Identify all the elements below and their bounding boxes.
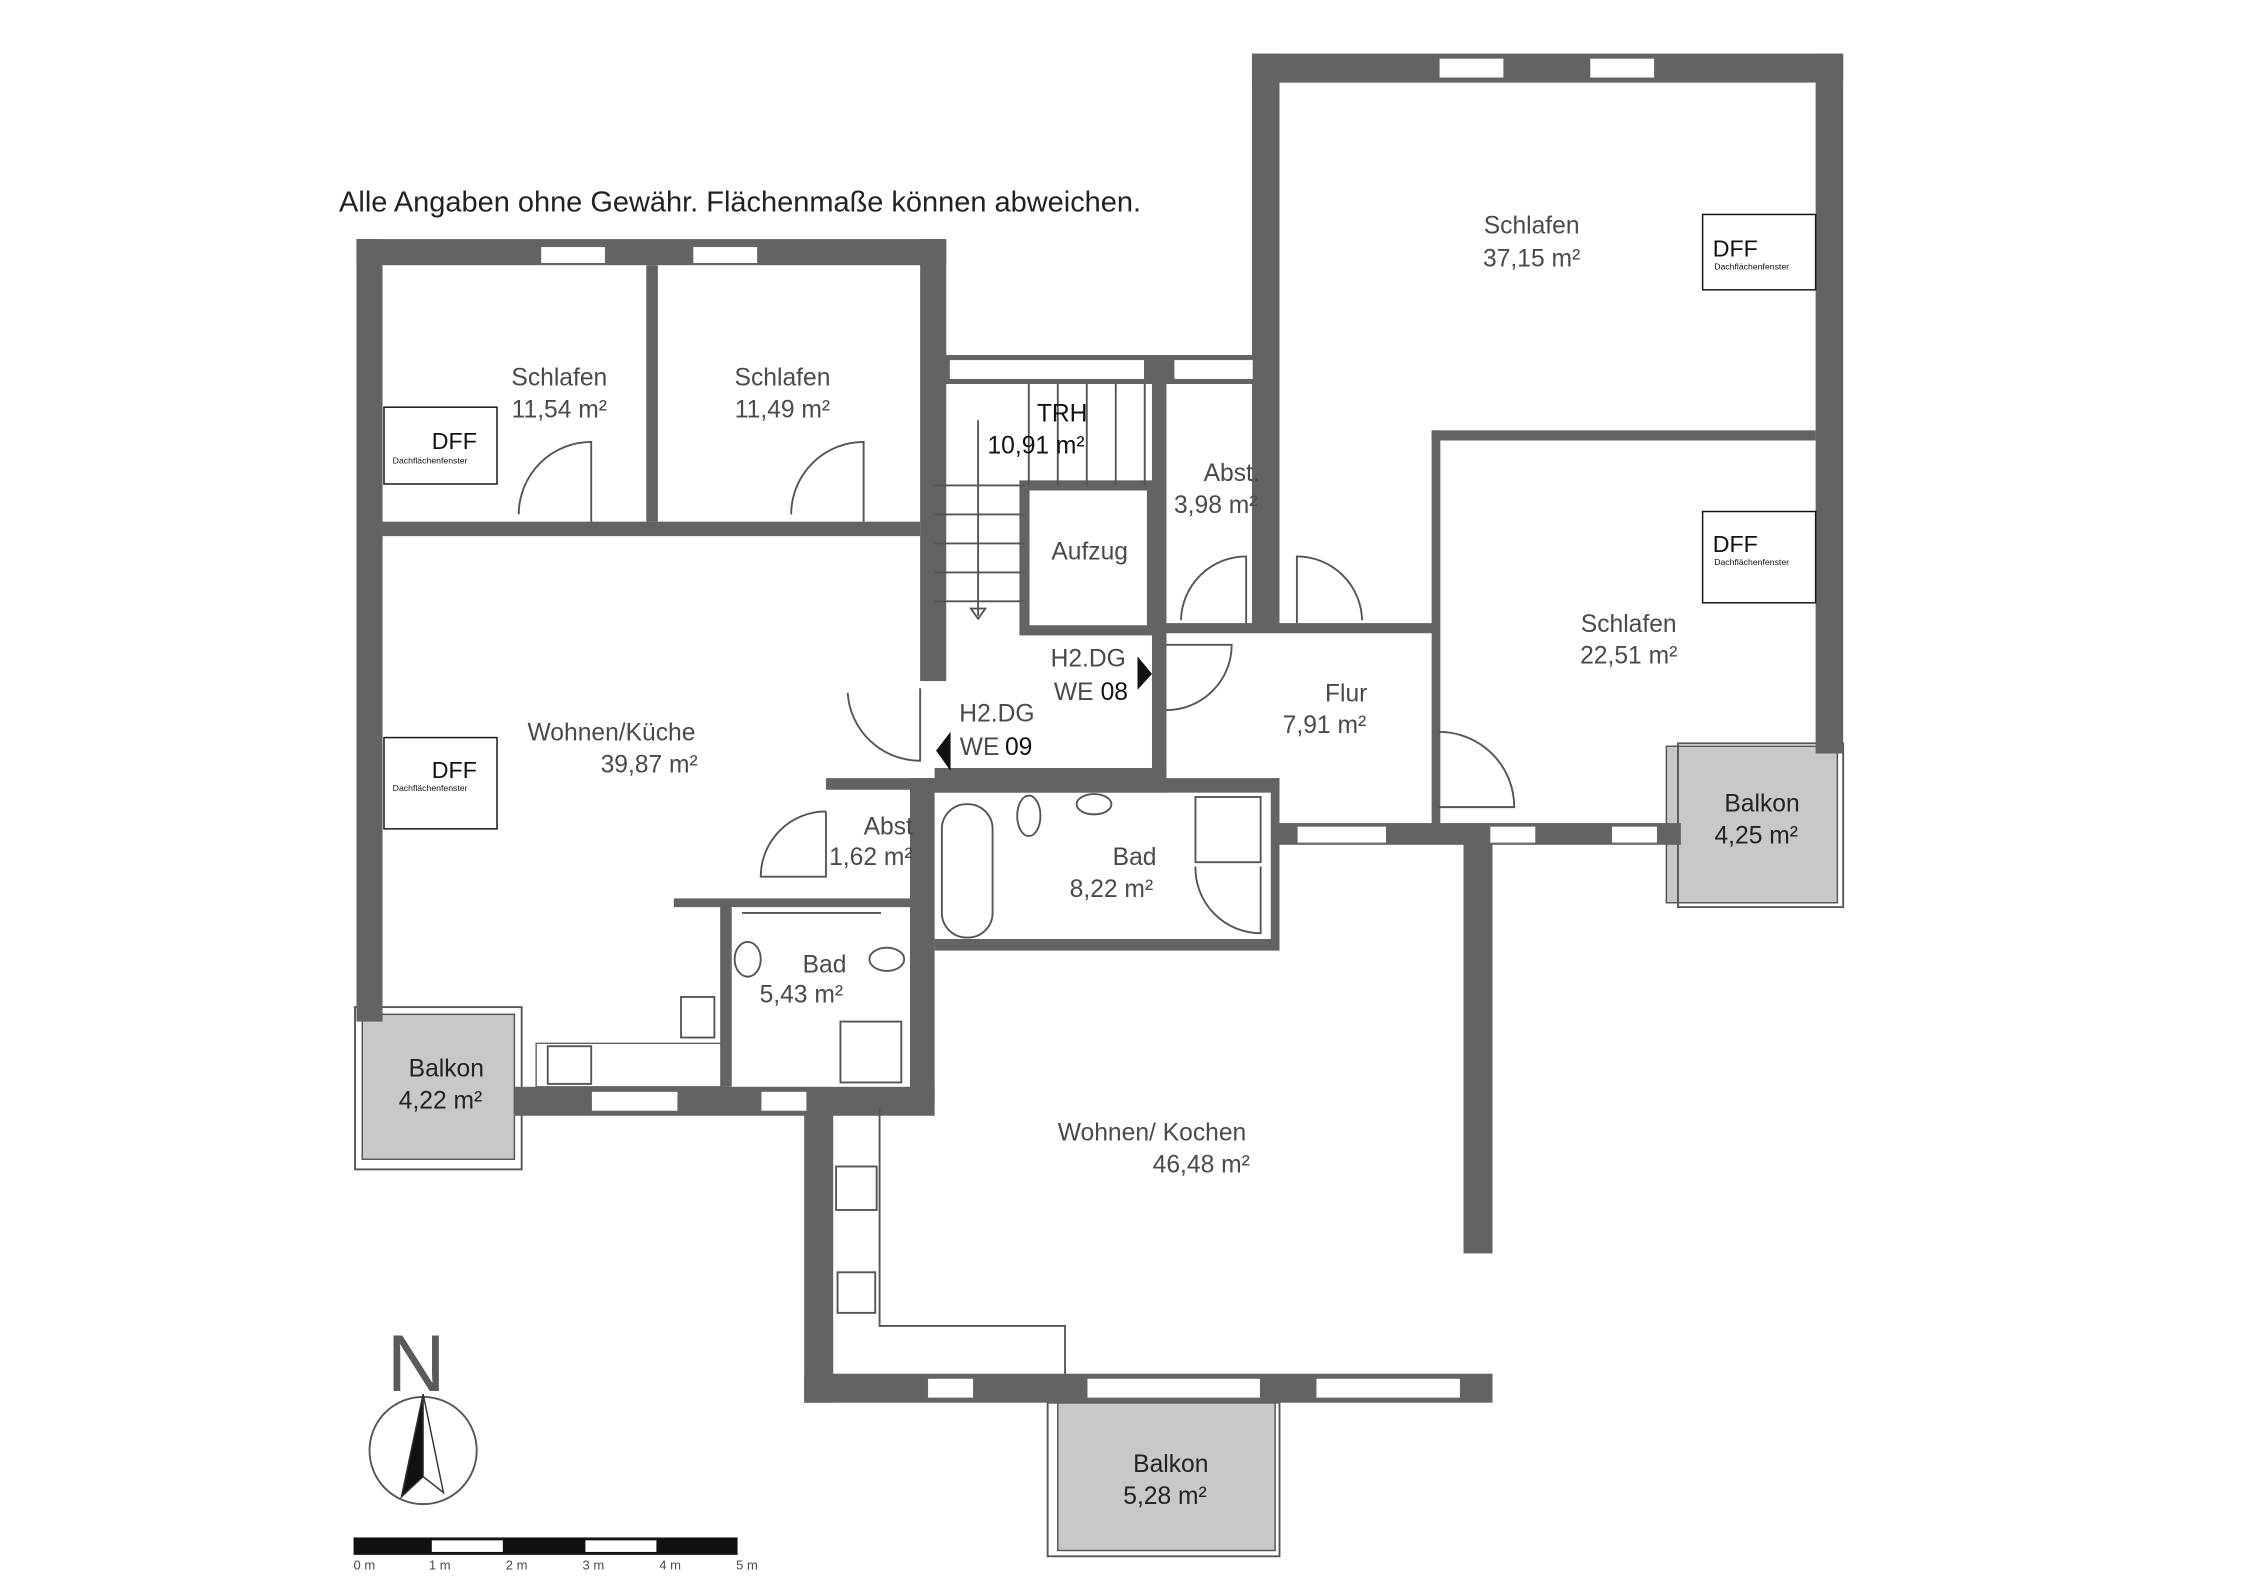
- room-area: 3,98 m²: [1174, 492, 1257, 519]
- room-name: Flur: [1325, 680, 1367, 707]
- skylight-label: Dachflächenfenster: [393, 456, 468, 466]
- skylight-4: DFF Dachflächenfenster: [1701, 510, 1817, 604]
- entrance-we08: H2.DG WE 08: [1051, 646, 1152, 706]
- room-area: 37,15 m²: [1483, 246, 1580, 273]
- entrance-number: 09: [1005, 734, 1032, 761]
- entrance-arrow-icon: [1137, 656, 1152, 690]
- skylight-1: DFF Dachflächenfenster: [383, 406, 498, 485]
- balcony-name: Balkon: [1724, 790, 1799, 817]
- scale-tick: 2 m: [506, 1557, 528, 1572]
- skylight-label: Dachflächenfenster: [1714, 557, 1789, 567]
- room-area: 8,22 m²: [1070, 876, 1153, 903]
- room-area: 11,54 m²: [512, 396, 607, 423]
- balconies: [354, 742, 1845, 1558]
- disclaimer: Alle Angaben ohne Gewähr. Flächenmaße kö…: [339, 187, 1141, 219]
- entrance-number: 08: [1101, 679, 1128, 706]
- room-name: Schlafen: [511, 364, 607, 391]
- scale-tick: 5 m: [736, 1557, 758, 1572]
- room-area: 1,62 m²: [829, 844, 912, 871]
- room-area: 5,43 m²: [760, 982, 843, 1009]
- room-name: TRH: [1037, 401, 1088, 428]
- scale-bar: 0 m 1 m 2 m 3 m 4 m 5 m: [353, 1537, 758, 1572]
- north-arrow: N: [368, 1319, 478, 1506]
- room-name: Bad: [803, 951, 847, 978]
- balcony-name: Balkon: [1133, 1451, 1208, 1478]
- skylight-code: DFF: [432, 428, 477, 454]
- room-name: Abst.: [1204, 460, 1260, 487]
- entrance-floor: H2.DG: [959, 701, 1034, 728]
- room-name: Abst: [864, 814, 913, 841]
- skylight-3: DFF Dachflächenfenster: [1701, 213, 1817, 291]
- skylight-code: DFF: [1713, 235, 1758, 261]
- room-name: Wohnen/ Kochen: [1058, 1119, 1246, 1146]
- room-area: 7,91 m²: [1283, 712, 1366, 739]
- skylight-code: DFF: [432, 757, 477, 783]
- entrance-we: WE: [960, 734, 1000, 761]
- room-area: 22,51 m²: [1580, 643, 1677, 670]
- balcony-area: 4,22 m²: [399, 1088, 482, 1115]
- scale-tick: 0 m: [354, 1557, 376, 1572]
- room-labels: Schlafen 11,54 m² Schlafen 11,49 m² TRH …: [399, 212, 1800, 1510]
- staircase: [934, 384, 1146, 621]
- room-area: 11,49 m²: [735, 396, 830, 423]
- doors: [517, 441, 1516, 935]
- room-area: 46,48 m²: [1153, 1151, 1250, 1178]
- windows: [539, 57, 1659, 1400]
- scale-tick: 1 m: [429, 1557, 451, 1572]
- north-label: N: [387, 1319, 446, 1409]
- balcony-area: 4,25 m²: [1714, 822, 1797, 849]
- room-name: Schlafen: [735, 364, 831, 391]
- skylight-label: Dachflächenfenster: [393, 783, 468, 793]
- fixtures: [546, 793, 1262, 1374]
- skylight-code: DFF: [1713, 531, 1758, 557]
- balcony-area: 5,28 m²: [1123, 1483, 1206, 1510]
- balcony-name: Balkon: [409, 1056, 484, 1083]
- room-area: 39,87 m²: [601, 751, 698, 778]
- room-name: Bad: [1113, 844, 1157, 871]
- room-area: 10,91 m²: [987, 433, 1084, 460]
- entrance-arrow-icon: [936, 731, 951, 771]
- entrance-we09: H2.DG WE 09: [936, 701, 1035, 771]
- elevator-label: Aufzug: [1051, 538, 1128, 565]
- entrance-we: WE: [1054, 679, 1094, 706]
- skylight-label: Dachflächenfenster: [1714, 262, 1789, 272]
- entrance-floor: H2.DG: [1051, 646, 1126, 673]
- room-name: Wohnen/Küche: [528, 719, 696, 746]
- scale-tick: 4 m: [659, 1557, 681, 1572]
- scale-tick: 3 m: [583, 1557, 605, 1572]
- room-name: Schlafen: [1484, 212, 1580, 239]
- skylight-2: DFF Dachflächenfenster: [383, 736, 498, 830]
- room-name: Schlafen: [1581, 611, 1677, 638]
